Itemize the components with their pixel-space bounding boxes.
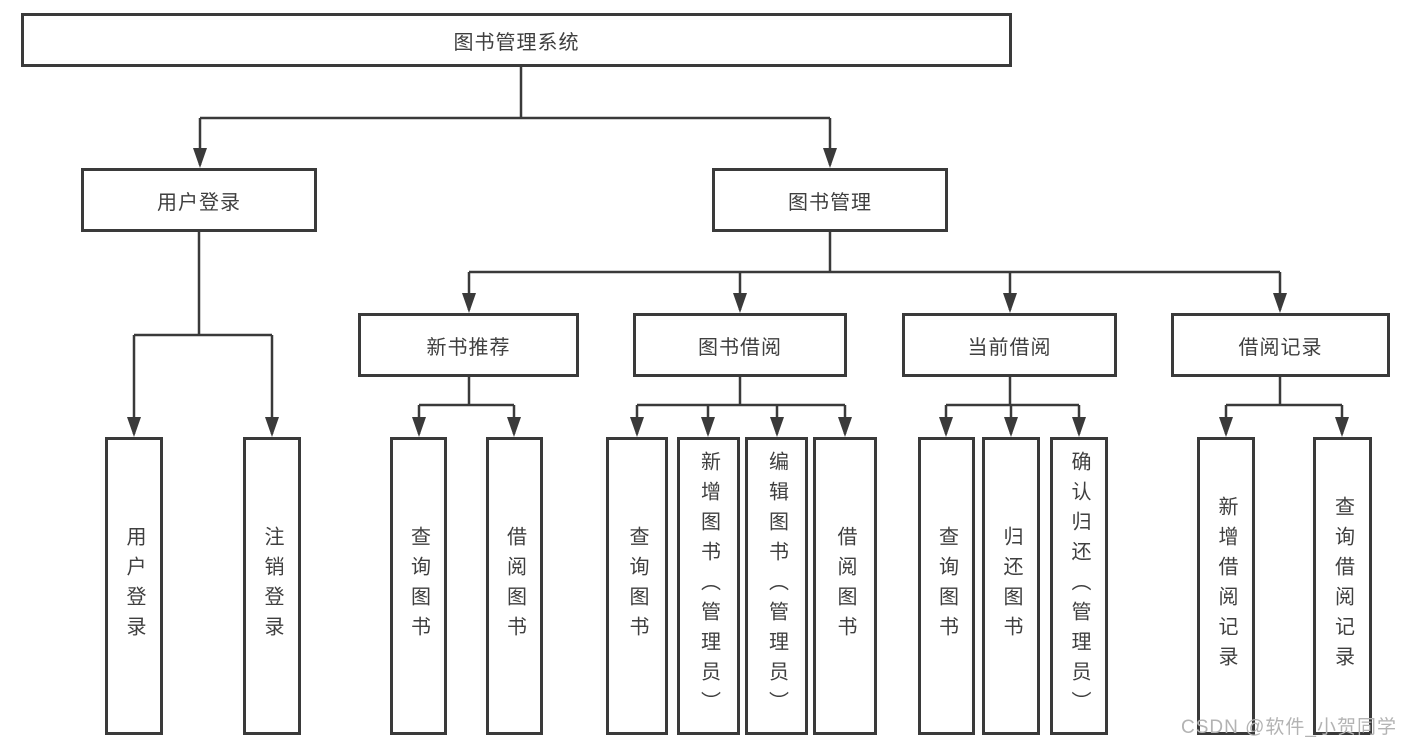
node-label: 借阅记录 [1238,336,1323,359]
node-label: 用户登录 [157,191,241,214]
node-label: 当前借阅 [967,336,1052,359]
node-user-login: 用户登录 [81,168,317,232]
leaf-edit-books-admin: 编辑图书（管理员） [745,437,808,735]
node-label: 新书推荐 [426,336,511,359]
leaf-borrow-books-recommend: 借阅图书 [486,437,543,735]
leaf-label: 注销登录 [261,526,283,646]
leaf-return-books: 归还图书 [982,437,1040,735]
leaf-label: 查询图书 [626,526,648,646]
leaf-add-books-admin: 新增图书（管理员） [677,437,740,735]
node-label: 图书借阅 [698,336,782,359]
leaf-user-login: 用户登录 [105,437,163,735]
leaf-label: 查询图书 [935,526,958,646]
leaf-label: 确认归还（管理员） [1068,451,1090,721]
leaf-query-books-current: 查询图书 [918,437,975,735]
leaf-label: 新增借阅记录 [1215,496,1237,676]
leaf-query-books-borrowing: 查询图书 [606,437,668,735]
node-library-management-system: 图书管理系统 [21,13,1012,67]
leaf-label: 借阅图书 [834,526,856,646]
node-book-borrowing: 图书借阅 [633,313,847,377]
csdn-watermark: CSDN @软件_小贺同学 [1181,717,1397,738]
node-label: 图书管理 [788,191,872,214]
leaf-borrow-books: 借阅图书 [813,437,877,735]
leaf-label: 编辑图书（管理员） [765,451,788,721]
node-label: 图书管理系统 [453,31,580,54]
node-new-book-recommend: 新书推荐 [358,313,579,377]
leaf-confirm-return-admin: 确认归还（管理员） [1050,437,1108,735]
leaf-query-books-recommend: 查询图书 [390,437,447,735]
leaf-label: 借阅图书 [503,526,526,646]
leaf-label: 新增图书（管理员） [697,451,720,721]
leaf-add-borrow-record: 新增借阅记录 [1197,437,1255,735]
leaf-label: 查询借阅记录 [1331,496,1354,676]
leaf-label: 查询图书 [407,526,430,646]
leaf-label: 用户登录 [123,526,145,646]
leaf-logout: 注销登录 [243,437,301,735]
leaf-label: 归还图书 [1000,526,1022,646]
node-borrowing-records: 借阅记录 [1171,313,1390,377]
leaf-query-borrow-record: 查询借阅记录 [1313,437,1372,735]
node-book-management: 图书管理 [712,168,948,232]
node-current-borrowing: 当前借阅 [902,313,1117,377]
